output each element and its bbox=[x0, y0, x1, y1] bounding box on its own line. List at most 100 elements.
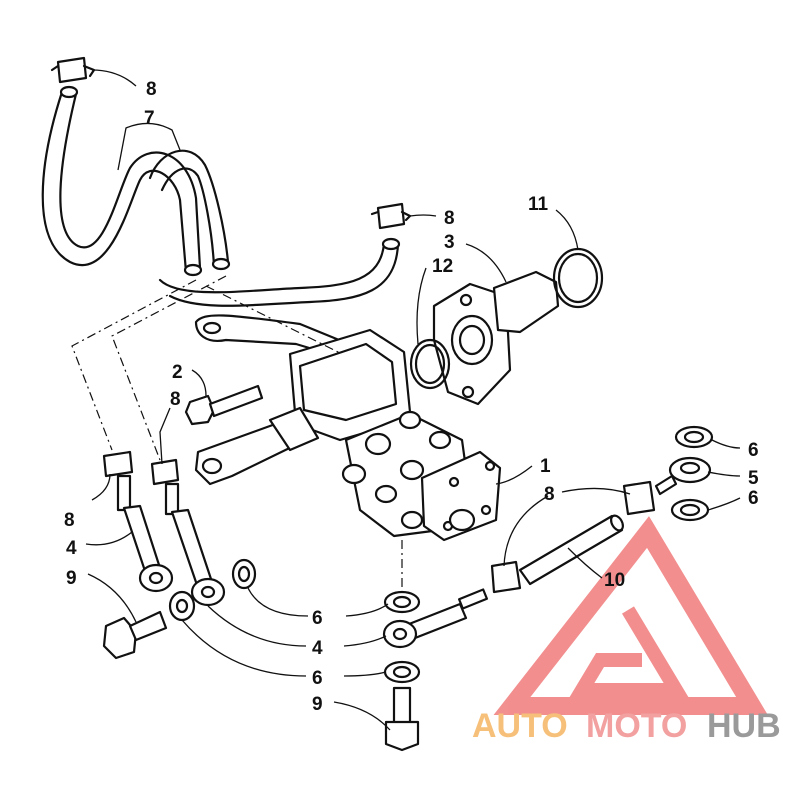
clamp-left-a-body bbox=[102, 450, 134, 478]
callout-3: 3 bbox=[444, 232, 455, 253]
leader-6d bbox=[345, 603, 389, 617]
callout-8-left: 8 bbox=[64, 510, 75, 531]
pump-port-7 bbox=[341, 463, 367, 485]
hose-right-outer bbox=[148, 149, 230, 264]
o-ring-12-inner bbox=[414, 343, 446, 385]
tube-10-end bbox=[610, 514, 624, 532]
bolt-2-head bbox=[184, 394, 216, 426]
callout-7: 7 bbox=[144, 108, 155, 129]
hose-lower-inner bbox=[168, 242, 400, 307]
callout-6-right-top: 6 bbox=[748, 440, 759, 461]
leader-lines bbox=[85, 69, 741, 731]
leader-12 bbox=[416, 267, 427, 345]
leader-7 bbox=[117, 122, 181, 171]
clamp-left-b bbox=[150, 458, 180, 486]
banjo-bolt-left-shank bbox=[128, 610, 168, 642]
hose-assembly bbox=[41, 85, 401, 307]
clamp-left-a bbox=[102, 450, 134, 478]
leader-8d bbox=[503, 487, 631, 567]
watermark-triangle-outer bbox=[493, 516, 768, 715]
fitting-left-a-tube bbox=[122, 504, 162, 576]
pump-cover-screw-4 bbox=[480, 504, 492, 516]
o-ring-11-inner bbox=[557, 252, 599, 304]
callout-9-left: 9 bbox=[66, 568, 77, 589]
callout-10: 10 bbox=[604, 570, 625, 591]
leader-8e bbox=[91, 473, 111, 501]
leader-1 bbox=[495, 465, 533, 485]
assembly-lines bbox=[71, 275, 403, 592]
pump-port-5 bbox=[374, 484, 398, 504]
oil-pump-assembly bbox=[194, 314, 502, 542]
fitting-left-a-nipple bbox=[116, 474, 132, 512]
banjo-bolt-left bbox=[102, 610, 168, 660]
assembly-line-hose-left bbox=[71, 279, 197, 451]
tube-10 bbox=[518, 514, 624, 586]
washer-right-bottom bbox=[670, 498, 710, 522]
pump-cover-screw-2 bbox=[484, 460, 496, 472]
drive-housing-bolt-hole-top bbox=[459, 293, 473, 307]
clamp-top-body bbox=[56, 56, 88, 84]
clamp-mid-body bbox=[376, 202, 406, 230]
o-ring-12 bbox=[409, 338, 451, 390]
pump-cover-port bbox=[448, 508, 476, 532]
leader-8b bbox=[409, 214, 437, 217]
drive-housing-bolt-hole-bottom bbox=[461, 385, 475, 399]
drive-housing-body bbox=[492, 270, 560, 334]
callout-11: 11 bbox=[528, 194, 549, 215]
hose-end-a bbox=[183, 263, 203, 277]
leader-6b bbox=[707, 497, 741, 511]
leader-11 bbox=[555, 209, 579, 251]
pump-port-4 bbox=[399, 459, 425, 481]
washer-right-bottom-hole bbox=[679, 503, 701, 517]
leader-4b bbox=[207, 605, 387, 647]
washer-right-top-hole bbox=[683, 430, 705, 444]
watermark-text-moto: MOTO bbox=[586, 707, 687, 745]
washer-bottom bbox=[383, 660, 421, 684]
fitting-right-eye bbox=[668, 456, 712, 484]
fitting-left-b bbox=[164, 482, 226, 607]
callout-4-left: 4 bbox=[66, 538, 77, 559]
hose-right-inner bbox=[160, 167, 216, 268]
banjo-bolt-bottom bbox=[384, 686, 420, 752]
clamp-top bbox=[50, 56, 96, 84]
banjo-bolt-left-head bbox=[102, 616, 138, 660]
fitting-left-b-hole bbox=[200, 585, 216, 599]
pump-port-6 bbox=[400, 510, 424, 530]
callout-4-mid: 4 bbox=[312, 638, 323, 659]
clamp-mid bbox=[370, 202, 412, 230]
fitting-right-5 bbox=[654, 456, 712, 496]
fitting-lower-hole bbox=[392, 627, 408, 641]
watermark-text-auto: AUTO bbox=[472, 707, 568, 745]
watermark-text: AUTO MOTO HUB bbox=[472, 707, 781, 745]
washer-right-top bbox=[674, 425, 714, 449]
washer-mid-a bbox=[231, 558, 257, 590]
hose-left-outer bbox=[41, 90, 188, 274]
banjo-bolt-bottom-head bbox=[384, 720, 420, 752]
pump-housing-flange bbox=[298, 342, 398, 422]
callout-6-lower: 6 bbox=[312, 668, 323, 689]
hose-left-inner bbox=[59, 92, 202, 270]
callout-6-right-bottom: 6 bbox=[748, 488, 759, 509]
callout-12: 12 bbox=[432, 256, 453, 277]
pump-port-1 bbox=[364, 432, 392, 456]
bolt-2 bbox=[184, 384, 264, 426]
pump-bracket bbox=[194, 314, 346, 358]
o-ring-11 bbox=[552, 247, 604, 309]
leader-4a bbox=[85, 531, 133, 546]
pump-bracket-hole bbox=[202, 321, 222, 335]
assembly-line-hose-right bbox=[111, 275, 227, 461]
fitting-left-b-nipple bbox=[164, 482, 180, 516]
clamp-right-a-body bbox=[622, 480, 656, 516]
leader-9a bbox=[87, 573, 137, 623]
washer-left-hole bbox=[175, 598, 189, 614]
fitting-left-a bbox=[116, 474, 174, 593]
pump-cover-screw-1 bbox=[448, 476, 460, 488]
watermark-triangle-inner bbox=[569, 606, 689, 697]
pump-cover-plate bbox=[420, 450, 502, 542]
pump-port-2 bbox=[398, 410, 422, 430]
callout-2: 2 bbox=[172, 362, 183, 383]
clamp-left-b-body bbox=[150, 458, 180, 486]
fitting-lower-eye bbox=[382, 619, 418, 649]
bolt-2-shank bbox=[208, 384, 264, 418]
drive-housing bbox=[432, 270, 560, 406]
